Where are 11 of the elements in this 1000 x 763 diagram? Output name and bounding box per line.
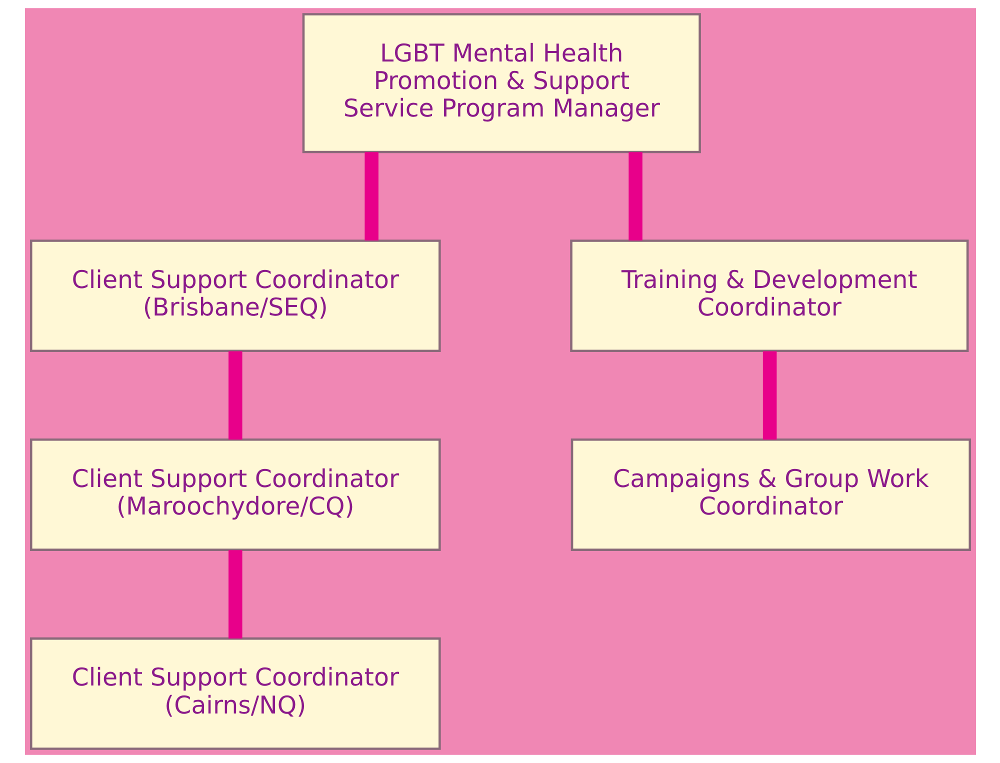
connector bbox=[228, 351, 242, 440]
connector bbox=[762, 351, 776, 440]
node-box: Client Support Coordinator (Cairns/NQ) bbox=[29, 637, 440, 750]
node-box: LGBT Mental Health Promotion & Support Service Program Manager bbox=[302, 13, 700, 154]
node-box: Client Support Coordinator (Maroochydore/CQ) bbox=[29, 438, 440, 551]
connector bbox=[228, 550, 242, 639]
node-box: Client Support Coordinator (Brisbane/SEQ) bbox=[29, 240, 440, 352]
node-box: Training & Development Coordinator bbox=[570, 240, 968, 352]
node-box: Campaigns & Group Work Coordinator bbox=[570, 438, 971, 551]
connector bbox=[364, 152, 378, 241]
connector bbox=[628, 152, 642, 241]
